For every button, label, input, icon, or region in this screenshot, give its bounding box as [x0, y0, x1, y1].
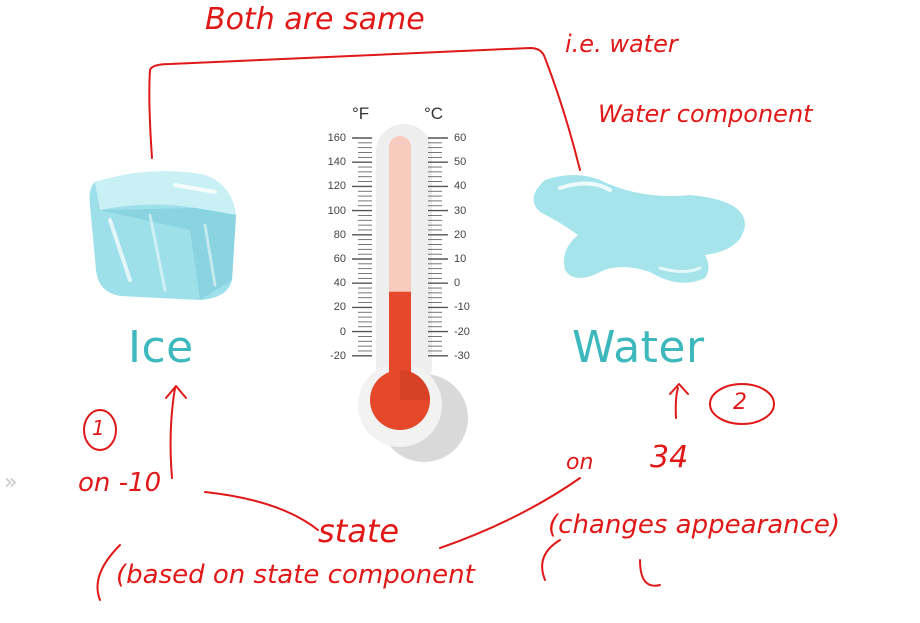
annotation-top-note: Both are same [205, 2, 425, 37]
fahrenheit-tick-label: 160 [327, 132, 346, 144]
annotation-left-values: on -10 [78, 468, 162, 498]
thermometer-ticks [352, 137, 448, 357]
celsius-tick-label: 50 [454, 156, 467, 169]
fahrenheit-unit: °F [352, 104, 370, 123]
annotation-water-component: Water component [598, 100, 813, 128]
annotation-circle-2: 2 [733, 390, 747, 415]
fahrenheit-tick-label: -20 [330, 349, 346, 362]
fahrenheit-tick-label: 120 [327, 180, 346, 193]
water-label: Water [572, 322, 705, 373]
annotation-changes-note: (changes appearance) [548, 510, 841, 540]
fahrenheit-tick-label: 0 [339, 325, 346, 338]
celsius-tick-label: -10 [454, 301, 470, 314]
fahrenheit-tick-label: 60 [333, 253, 346, 265]
handwritten-strokes [83, 47, 775, 601]
celsius-unit: °C [424, 104, 444, 123]
celsius-tick-label: -30 [454, 349, 470, 362]
fahrenheit-tick-label: 40 [333, 277, 346, 290]
celsius-tick-label: 0 [454, 277, 461, 290]
fahrenheit-tick-label: 80 [333, 228, 346, 241]
fahrenheit-tick-label: 20 [333, 301, 346, 314]
celsius-tick-label: 10 [454, 253, 467, 265]
ice-cube-icon [89, 171, 236, 300]
fahrenheit-tick-label: 140 [327, 156, 346, 169]
celsius-tick-label: 30 [454, 204, 467, 217]
annotation-state: state [318, 512, 400, 550]
celsius-tick-label: 40 [454, 180, 467, 193]
thermometer-icon [352, 124, 468, 462]
celsius-tick-label: 20 [454, 228, 467, 241]
ice-label: Ice [128, 322, 194, 373]
celsius-tick-label: 60 [454, 132, 467, 144]
annotation-circle-1: 1 [92, 416, 105, 440]
annotation-right-on: on [566, 450, 594, 475]
annotation-right-values: 34 [650, 440, 689, 475]
fahrenheit-tick-label: 100 [327, 204, 346, 217]
water-puddle-icon [533, 175, 745, 283]
chevron-right-icon: » [4, 470, 18, 495]
celsius-tick-label: -20 [454, 325, 470, 338]
annotation-ie-water: i.e. water [565, 30, 678, 58]
annotation-based-note: (based on state component [116, 560, 475, 590]
